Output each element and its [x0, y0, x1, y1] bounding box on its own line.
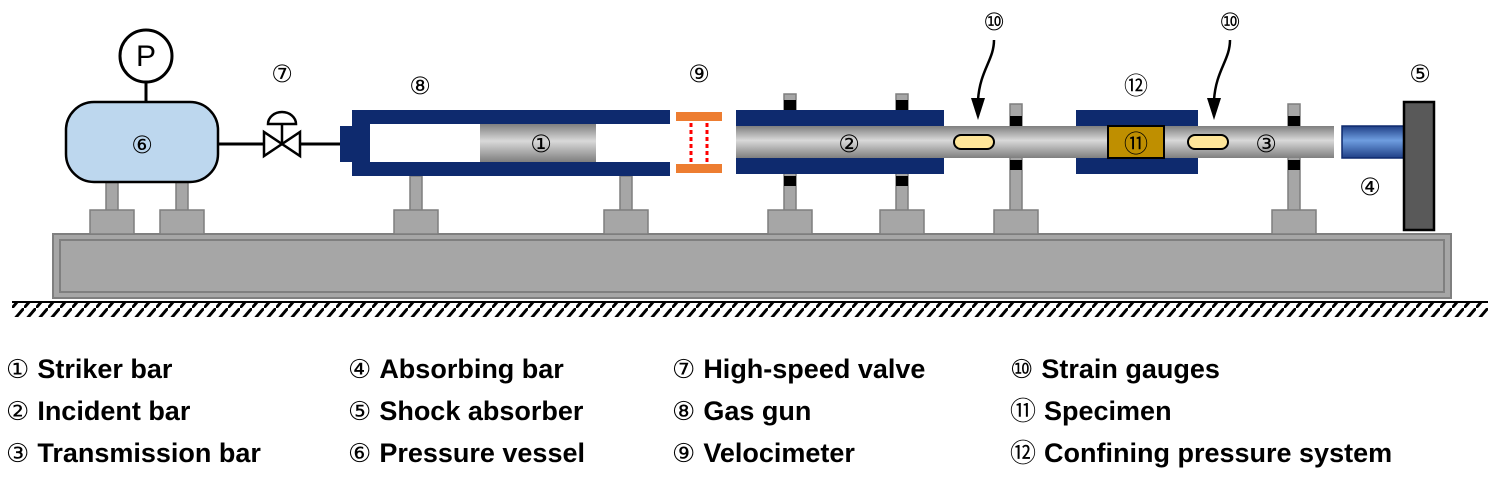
- base-table: [52, 233, 1452, 299]
- legend-label: Gas gun: [703, 396, 812, 426]
- legend-label: Velocimeter: [703, 438, 855, 468]
- legend-symbol: ③: [6, 439, 30, 469]
- legend-symbol: ⑪: [1010, 397, 1037, 427]
- legend-label: Strain gauges: [1041, 354, 1220, 384]
- velocimeter: [676, 112, 722, 173]
- marker-12: ⑫: [1124, 72, 1148, 100]
- legend-label: Incident bar: [37, 396, 191, 426]
- legend-label: High-speed valve: [703, 354, 926, 384]
- legend-symbol: ⑥: [348, 439, 372, 469]
- legend-symbol: ⑨: [672, 439, 696, 469]
- ground: [12, 301, 1488, 317]
- legend-label: Absorbing bar: [379, 354, 564, 384]
- strain-gauge-incident: [953, 39, 996, 150]
- legend-symbol: ②: [6, 397, 30, 427]
- pressure-gauge-label: P: [136, 40, 156, 73]
- high-speed-valve: [262, 110, 302, 159]
- specimen: [1107, 125, 1165, 159]
- striker-bar: [480, 124, 596, 162]
- legend-label: Confining pressure system: [1044, 438, 1393, 468]
- confining-pressure-system: [1076, 110, 1198, 174]
- marker-5: ⑤: [1409, 60, 1431, 88]
- marker-4: ④: [1359, 173, 1381, 201]
- strain-gauge-transmission: [1187, 39, 1232, 150]
- incident-bar-housing: [736, 110, 944, 174]
- shock-absorber: [1402, 100, 1436, 232]
- pressure-vessel: [64, 80, 220, 184]
- legend-symbol: ④: [348, 355, 372, 385]
- marker-1: ①: [530, 130, 552, 158]
- marker-8: ⑧: [409, 72, 431, 100]
- absorbing-bar: [1341, 125, 1405, 159]
- gas-gun: [340, 110, 670, 176]
- support-clamps: [784, 100, 1300, 186]
- marker-10-transmission: ⑩: [1219, 8, 1241, 36]
- legend-label: Pressure vessel: [379, 438, 585, 468]
- legend-symbol: ⑧: [672, 397, 696, 427]
- legend-label: Transmission bar: [37, 438, 261, 468]
- legend-symbol: ⑦: [672, 355, 696, 385]
- marker-3: ③: [1255, 130, 1277, 158]
- pressure-gauge: P: [118, 28, 174, 84]
- marker-10-incident: ⑩: [983, 8, 1005, 36]
- marker-9: ⑨: [688, 60, 710, 88]
- legend-label: Striker bar: [37, 354, 173, 384]
- legend-symbol: ①: [6, 355, 30, 385]
- marker-6: ⑥: [131, 131, 153, 159]
- marker-7: ⑦: [271, 60, 293, 88]
- legend-label: Shock absorber: [379, 396, 584, 426]
- legend-label: Specimen: [1044, 396, 1172, 426]
- legend-symbol: ⑤: [348, 397, 372, 427]
- legend-symbol: ⑩: [1010, 355, 1034, 385]
- marker-2: ②: [838, 130, 860, 158]
- marker-11: ⑪: [1124, 130, 1148, 158]
- incident-bar: [736, 126, 1042, 158]
- legend-symbol: ⑫: [1010, 439, 1037, 469]
